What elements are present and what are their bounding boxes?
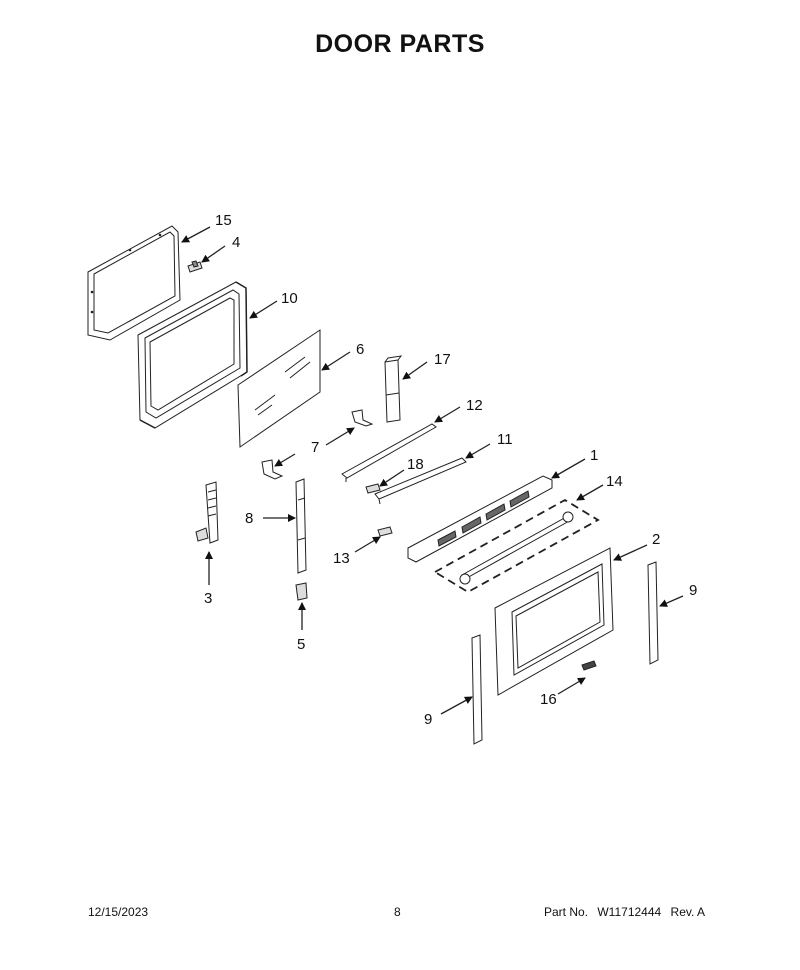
callout-8: 8 [245, 510, 253, 527]
door-handle-part [433, 498, 600, 594]
callout-16: 16 [540, 691, 557, 708]
callout-15: 15 [215, 212, 232, 229]
footer-page-number: 8 [394, 905, 401, 919]
callout-14: 14 [606, 473, 623, 490]
callout-5: 5 [297, 636, 305, 653]
callout-11: 11 [497, 431, 513, 448]
trim-screw-part [365, 483, 381, 494]
callout-2: 2 [652, 531, 660, 548]
vent-screw-part [377, 526, 393, 537]
door-vent-panel-part [407, 475, 553, 563]
callout-18: 18 [407, 456, 424, 473]
callout-7: 7 [311, 439, 319, 456]
screw-part [187, 260, 203, 273]
inner-door-frame-part [137, 281, 248, 429]
door-side-trim-part [471, 561, 659, 745]
page-title: DOOR PARTS [315, 30, 485, 58]
callout-4: 4 [232, 234, 240, 251]
callout-12: 12 [466, 397, 483, 414]
callout-9-left: 9 [424, 711, 432, 728]
callout-6: 6 [356, 341, 364, 358]
callout-1: 1 [590, 447, 598, 464]
footer-date: 12/15/2023 [88, 905, 149, 919]
callout-13: 13 [333, 550, 350, 567]
door-spacer-part [384, 355, 403, 423]
hinge-screw-part [295, 582, 308, 601]
vent-channel-part [341, 423, 437, 482]
door-bracket-part [261, 409, 374, 480]
door-gasket-part [87, 225, 181, 341]
outer-door-panel-part [494, 547, 614, 696]
hinge-receiver-part [295, 478, 307, 574]
door-trim-part [374, 457, 467, 505]
door-glass-part [237, 329, 321, 448]
callout-3: 3 [204, 590, 212, 607]
revision: Rev. A [670, 905, 705, 919]
part-number: W11712444 [597, 905, 662, 919]
part-number-label: Part No. [544, 905, 589, 919]
callout-10: 10 [281, 290, 298, 307]
callout-17: 17 [434, 351, 451, 368]
door-hinge-part [195, 481, 219, 544]
callout-9-right: 9 [689, 582, 697, 599]
footer-part-info: Part No. W11712444 Rev. A [544, 905, 711, 919]
